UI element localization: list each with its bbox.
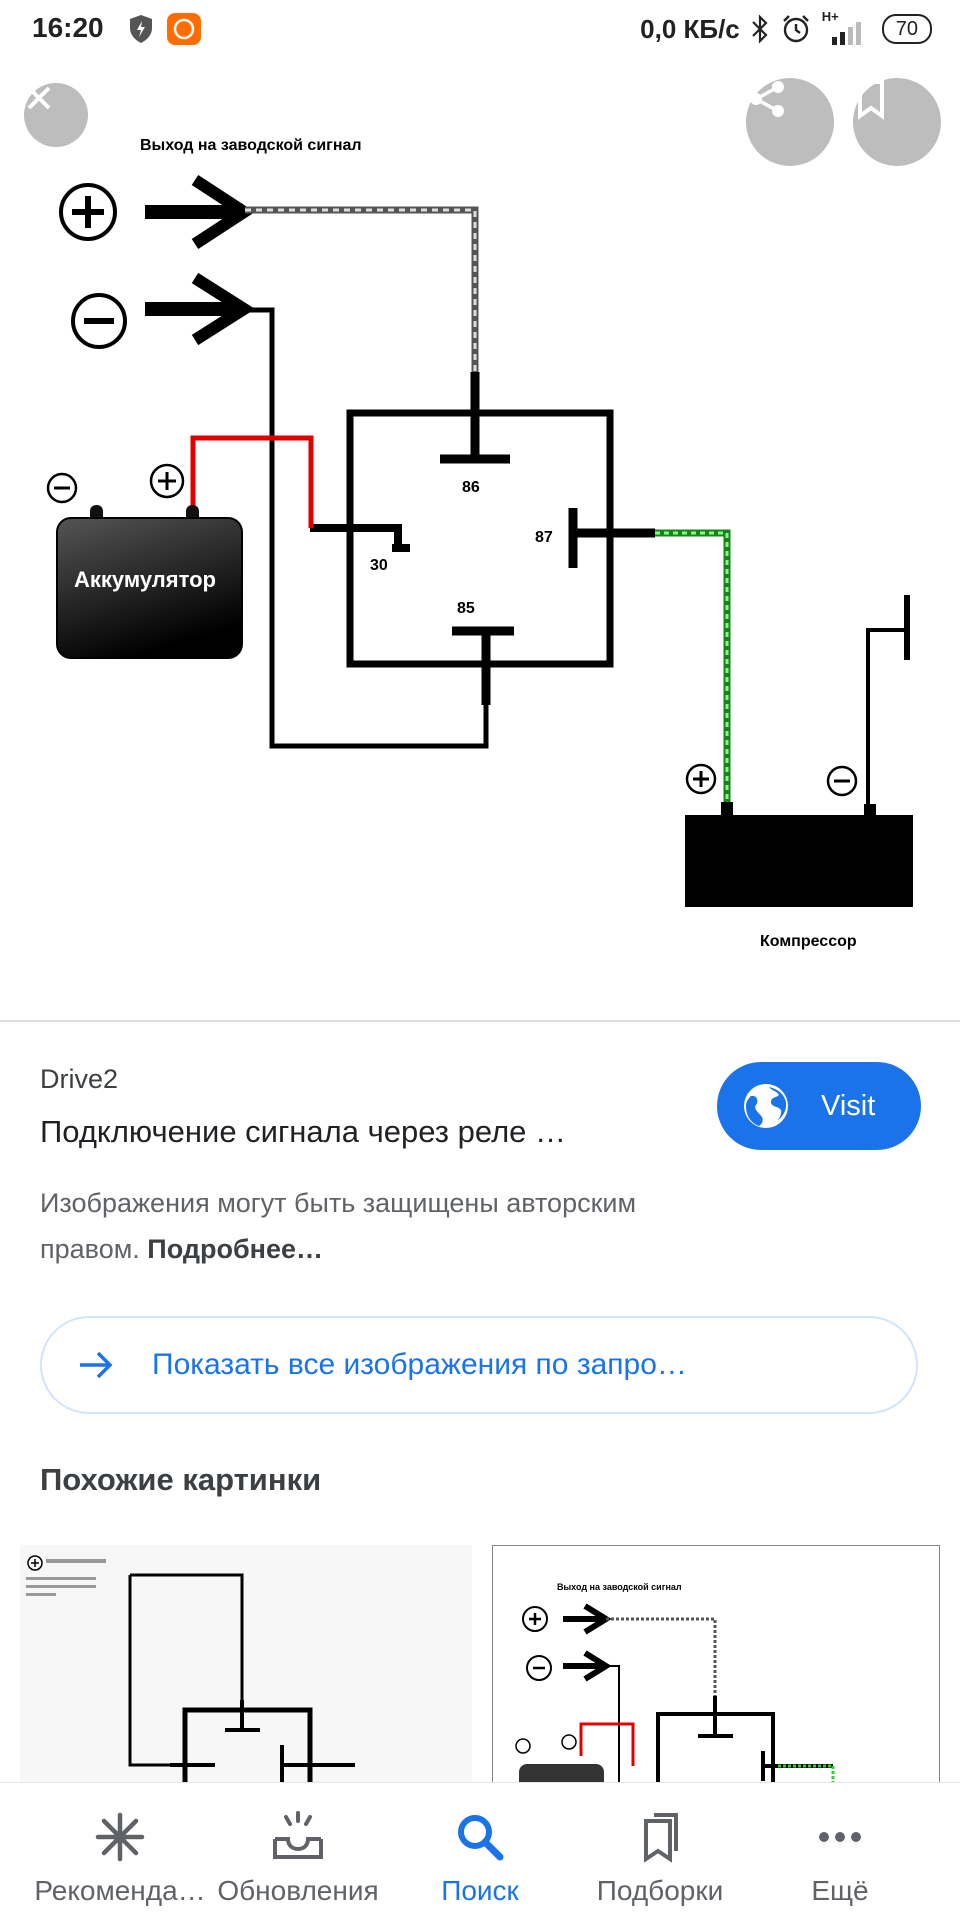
status-right: 0,0 КБ/с H+ 70 xyxy=(640,9,932,46)
plus-icon xyxy=(59,183,117,241)
source-name[interactable]: Drive2 xyxy=(40,1064,119,1094)
thumbnail-caption: Выход на заводской сигнал xyxy=(557,1582,682,1592)
arrow-right-icon xyxy=(80,1351,113,1379)
signal-icon xyxy=(831,22,861,45)
network-speed: 0,0 КБ/с xyxy=(640,13,740,44)
learn-more-link[interactable]: Подробнее… xyxy=(147,1234,323,1264)
nav-recommendations[interactable]: Рекоменда… xyxy=(20,1783,220,1921)
bluetooth-icon xyxy=(751,14,768,44)
nav-label: Обновления xyxy=(217,1875,379,1906)
copyright-notice: Изображения могут быть защищены авторски… xyxy=(40,1180,740,1272)
thumbnail-diagram: Выход на заводской сигнал xyxy=(493,1546,939,1784)
plus-icon xyxy=(149,463,185,499)
visit-button[interactable]: Visit xyxy=(717,1062,921,1150)
nav-label: Поиск xyxy=(441,1875,519,1906)
wiring-diagram: Выход на заводской сигнал 86 30 xyxy=(46,137,913,950)
plus-icon xyxy=(685,763,717,795)
similar-image-1[interactable] xyxy=(20,1545,472,1785)
arrow-right-icon xyxy=(145,174,255,250)
visit-label: Visit xyxy=(821,1089,876,1122)
collections-icon xyxy=(644,1813,678,1863)
battery-label: Аккумулятор xyxy=(74,567,216,592)
signal-strength: H+ xyxy=(822,9,872,45)
compressor-symbol xyxy=(685,815,913,907)
close-button[interactable] xyxy=(24,83,88,147)
alarm-icon xyxy=(782,15,809,43)
nav-label: Подборки xyxy=(596,1875,724,1906)
arrow-right-icon xyxy=(145,272,256,346)
network-type: H+ xyxy=(821,9,839,24)
divider xyxy=(0,1020,960,1022)
bookmark-icon xyxy=(858,80,884,120)
nav-more[interactable]: Ещё xyxy=(740,1783,940,1921)
shield-icon xyxy=(130,15,152,43)
share-button[interactable] xyxy=(746,78,834,166)
nav-label: Рекоменда… xyxy=(34,1875,206,1906)
image-viewer[interactable]: Выход на заводской сигнал 86 30 xyxy=(0,58,960,1018)
pin-85-label: 85 xyxy=(457,600,475,617)
share-icon xyxy=(750,81,784,117)
minus-icon xyxy=(71,293,127,349)
similar-images-title: Похожие картинки xyxy=(40,1462,322,1497)
copyright-text: Изображения могут быть защищены авторски… xyxy=(40,1188,637,1264)
close-icon xyxy=(27,86,51,110)
nav-label: Ещё xyxy=(811,1875,869,1906)
minus-icon xyxy=(826,765,858,797)
pin-86-label: 86 xyxy=(462,479,480,496)
battery-indicator: 70 xyxy=(881,14,932,44)
inbox-updates-icon xyxy=(273,1811,323,1859)
show-all-label: Показать все изображения по запро… xyxy=(152,1348,687,1381)
search-icon xyxy=(458,1815,504,1861)
app-notification-icon xyxy=(167,13,201,45)
battery-symbol: Аккумулятор xyxy=(56,505,243,659)
more-icon xyxy=(819,1832,861,1842)
status-time: 16:20 xyxy=(32,12,104,43)
nav-search[interactable]: Поиск xyxy=(380,1783,580,1921)
bookmark-button[interactable] xyxy=(853,78,941,166)
pin-87-label: 87 xyxy=(535,529,553,546)
nav-collections[interactable]: Подборки xyxy=(560,1783,760,1921)
compressor-label: Компрессор xyxy=(760,933,857,950)
asterisk-icon xyxy=(95,1812,145,1862)
show-all-images-button[interactable]: Показать все изображения по запро… xyxy=(40,1316,918,1414)
minus-icon xyxy=(46,472,78,504)
bottom-navigation: Рекоменда… Обновления Поиск Подборки Ещё xyxy=(0,1782,960,1921)
similar-image-2[interactable]: Выход на заводской сигнал xyxy=(492,1545,940,1785)
nav-updates[interactable]: Обновления xyxy=(198,1783,398,1921)
pin-30-label: 30 xyxy=(370,557,388,574)
relay-box xyxy=(346,409,614,668)
globe-icon xyxy=(744,1084,788,1128)
signal-label: Выход на заводской сигнал xyxy=(140,137,362,154)
result-title[interactable]: Подключение сигнала через реле … xyxy=(40,1114,567,1149)
status-bar: 16:20 0,0 КБ/с H+ 70 xyxy=(0,0,960,58)
thumbnail-diagram xyxy=(20,1545,472,1785)
